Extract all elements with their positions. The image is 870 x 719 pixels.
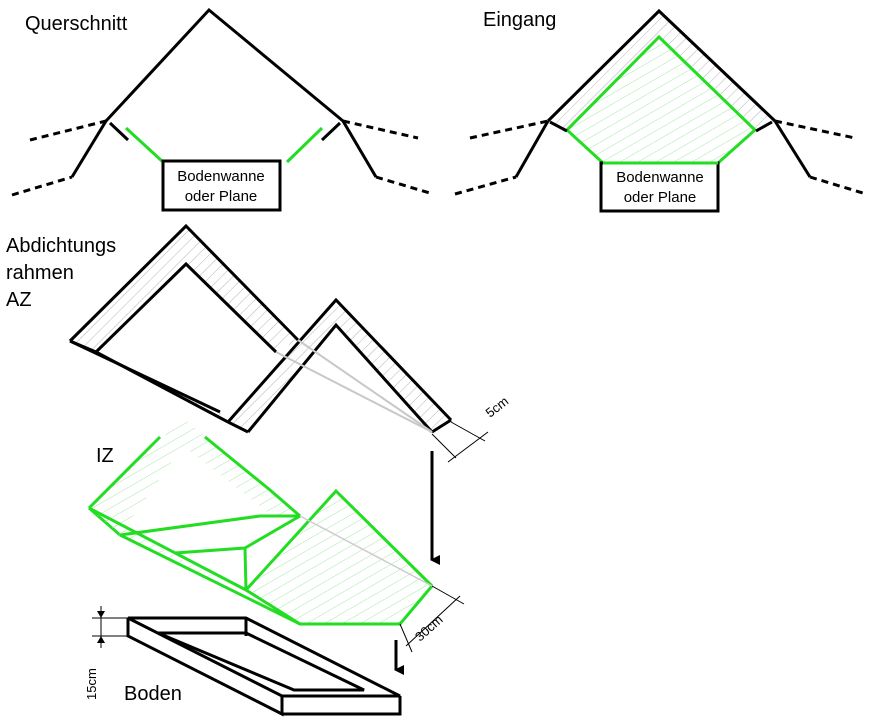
az-back-outer <box>226 297 453 423</box>
querschnitt-roof <box>104 7 344 123</box>
querschnitt-dash-right-top <box>342 119 419 140</box>
eingang-dash-right-bottom <box>809 175 867 196</box>
eingang-right-leg <box>773 120 812 178</box>
eingang-box-line1: Bodenwanne <box>616 169 704 186</box>
iz-front-inner <box>119 514 300 537</box>
iz-back-gray-line <box>299 515 433 587</box>
querschnitt-title: Querschnitt <box>25 13 128 35</box>
eingang-right-inner <box>755 120 773 133</box>
eingang-title: Eingang <box>483 9 556 31</box>
iz-bottom-edge <box>88 506 247 592</box>
az-bottom-edge-2 <box>95 350 229 424</box>
abdichtung-label-line3: AZ <box>6 289 32 311</box>
eingang-left-leg <box>514 120 550 178</box>
iz-front-outer <box>87 435 162 510</box>
querschnitt-left-inner <box>108 121 130 142</box>
querschnitt-right-inner <box>320 121 342 142</box>
eingang-box-line2: oder Plane <box>624 189 697 206</box>
abdichtungsrahmen-view: Abdichtungs rahmen AZ 5cm <box>6 223 512 463</box>
abdichtung-label-line1: Abdichtungs <box>6 235 116 257</box>
dim-5cm-ext-1 <box>431 433 457 459</box>
eingang-dash-left-top <box>469 119 549 140</box>
boden-back-inner <box>157 631 179 645</box>
dim-15cm-arrow-top <box>97 611 105 618</box>
dim-5cm-line <box>447 431 489 463</box>
iz-front-outer-2 <box>204 435 301 518</box>
az-depth-line-2 <box>275 351 433 433</box>
iz-back-band <box>246 491 432 624</box>
iz-bottom-edge-2 <box>119 533 301 626</box>
boden-front-wall <box>282 696 402 716</box>
boden-left-wall <box>126 618 284 717</box>
querschnitt-green-right <box>285 126 324 164</box>
querschnitt-view: Querschnitt Bodenwanne oder Plane <box>11 7 434 212</box>
az-front-outer <box>68 223 300 343</box>
iz-back-outer <box>244 488 434 592</box>
eingang-roof-band <box>548 11 775 130</box>
eingang-dash-left-bottom <box>454 175 517 196</box>
az-depth-line-1 <box>297 339 433 433</box>
dim-30cm-label: 30cm <box>412 612 446 644</box>
dim-30cm-line <box>405 595 461 647</box>
querschnitt-box-line2: oder Plane <box>185 188 258 205</box>
iz-strut-1 <box>174 514 301 555</box>
iz-strut-2 <box>243 547 248 591</box>
iz-back-base <box>245 585 434 626</box>
querschnitt-dash-left-bottom <box>11 175 73 197</box>
querschnitt-green-left <box>124 126 165 164</box>
iz-bottom-strip <box>89 508 250 600</box>
dim-5cm-ext-2 <box>450 421 486 442</box>
dim-15cm-arrow-bottom <box>97 636 105 643</box>
eingang-dash-right-top <box>774 119 856 140</box>
boden-label: Boden <box>124 683 182 705</box>
dim-30cm-ext-1 <box>431 585 465 605</box>
az-front-inner <box>94 261 278 354</box>
eingang-roof-outer <box>546 8 777 123</box>
eingang-left-inner <box>549 120 568 133</box>
querschnitt-left-leg <box>70 120 108 178</box>
boden-view: Boden 15cm <box>84 606 402 717</box>
az-back-band <box>228 300 451 432</box>
querschnitt-box-line1: Bodenwanne <box>177 168 265 185</box>
eingang-box <box>599 161 720 213</box>
querschnitt-dash-right-bottom <box>375 175 434 196</box>
az-back-inner <box>246 322 434 434</box>
querschnitt-right-leg <box>341 120 378 178</box>
boden-rim-inner <box>157 631 365 692</box>
eingang-view: Eingang Bodenwanne oder Plane <box>454 8 867 213</box>
az-back-right-cap <box>431 418 452 434</box>
querschnitt-dash-left-top <box>29 119 107 142</box>
dim-15cm-label: 15cm <box>84 668 99 700</box>
iz-label: IZ <box>96 445 114 467</box>
az-back-left-cap <box>227 420 249 434</box>
abdichtung-label-line2: rahmen <box>6 262 74 284</box>
querschnitt-box <box>161 159 282 212</box>
iz-view: IZ 30cm <box>87 418 465 653</box>
dim-5cm-label: 5cm <box>483 393 512 420</box>
dim-30cm-ext-2 <box>399 623 413 653</box>
